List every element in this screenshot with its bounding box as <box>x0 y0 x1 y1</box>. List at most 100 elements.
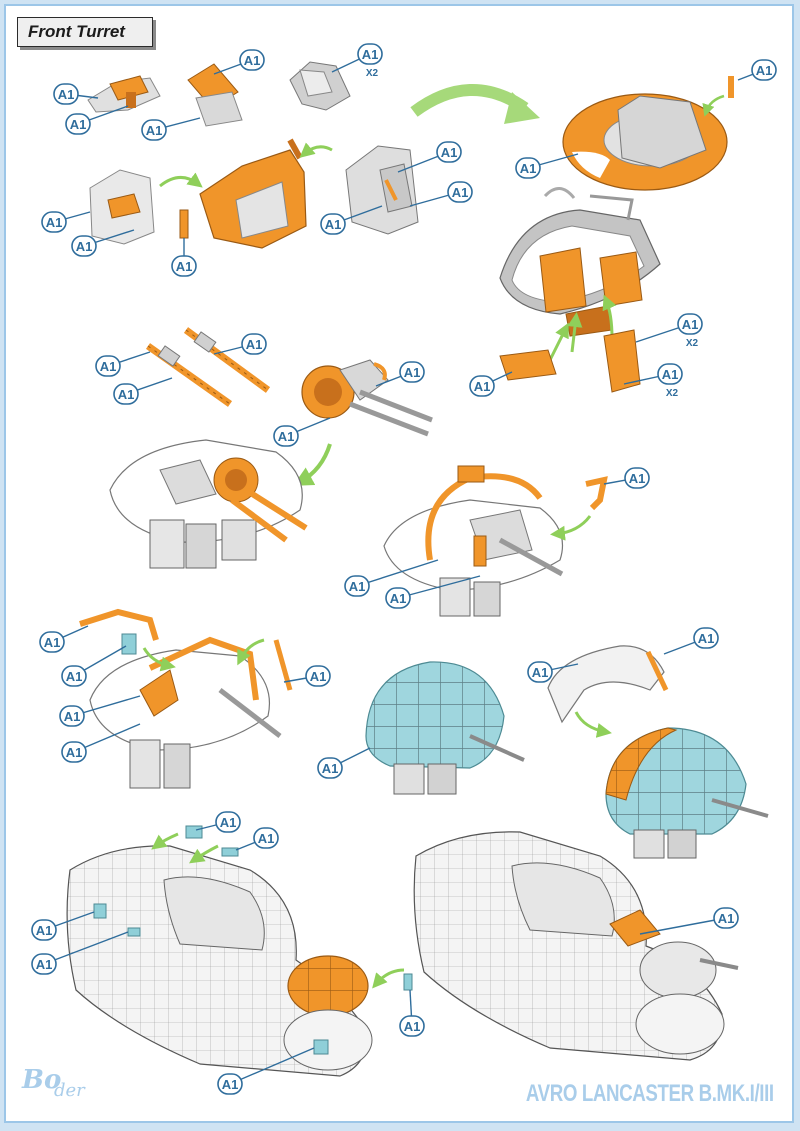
callout-bubble <box>657 363 683 385</box>
part-callout-c15: A1 <box>113 377 173 405</box>
part-callout-c16: A1 <box>213 333 267 355</box>
callout-bubble <box>317 757 343 779</box>
callout-bubble <box>113 383 139 405</box>
callout-bubble <box>693 627 719 649</box>
flow-arrow-head <box>504 92 540 124</box>
callout-bubble <box>239 49 265 71</box>
callout-label: A1 <box>682 317 699 332</box>
part-callout-c23: A1 <box>344 559 439 597</box>
gun-mount-cradle <box>301 359 433 437</box>
part-callout-c13: A1 <box>515 153 579 179</box>
callout-bubble <box>31 919 57 941</box>
callout-label: A1 <box>76 239 93 254</box>
part-bracket-2 <box>187 63 243 127</box>
callout-bubble <box>436 141 462 163</box>
part-callout-c32: A1 <box>527 661 579 683</box>
callout-label: A1 <box>452 185 469 200</box>
part-callout-c04: A1 <box>213 49 265 75</box>
callout-label: A1 <box>118 387 135 402</box>
callout-bubble <box>677 313 703 335</box>
turret-guns-installed <box>109 439 308 569</box>
callout-label: A1 <box>349 579 366 594</box>
callout-label: A1 <box>362 47 379 62</box>
step2-assembly <box>89 138 419 249</box>
callout-label: A1 <box>278 429 295 444</box>
callout-quantity: X2 <box>666 388 679 399</box>
callout-label: A1 <box>532 665 549 680</box>
fuselage-nose-right <box>413 831 739 1061</box>
callout-leader-line <box>43 931 129 965</box>
part-callout-c22: A1 <box>603 467 650 489</box>
part-callout-c27: A1 <box>283 665 331 687</box>
callout-leader-line <box>397 575 481 599</box>
callout-label: A1 <box>258 831 275 846</box>
callout-label: A1 <box>756 63 773 78</box>
part-callout-c19: A1 <box>469 371 513 397</box>
callout-label: A1 <box>146 123 163 138</box>
part-callout-c20: A1 <box>375 361 425 387</box>
part-callout-c39: A1 <box>639 907 739 935</box>
part-callout-c09: A1 <box>320 205 383 235</box>
callout-bubble <box>39 631 65 653</box>
callout-label: A1 <box>70 117 87 132</box>
turret-cap-assembly <box>547 645 769 859</box>
callout-label: A1 <box>441 145 458 160</box>
callout-bubble <box>469 375 495 397</box>
callout-label: A1 <box>325 217 342 232</box>
callout-label: A1 <box>66 745 83 760</box>
callout-label: A1 <box>718 911 735 926</box>
part-callout-c21: A1 <box>273 417 331 447</box>
callout-leader-line <box>639 917 727 935</box>
callout-label: A1 <box>474 379 491 394</box>
callout-bubble <box>273 425 299 447</box>
callout-bubble <box>53 83 79 105</box>
part-callout-c06: A1 <box>41 211 91 233</box>
turret-ring-assembly <box>562 76 734 191</box>
part-small-pin <box>179 209 189 239</box>
gun-barrels <box>145 327 271 407</box>
part-callout-c37: A1 <box>399 989 425 1037</box>
callout-bubble <box>624 467 650 489</box>
part-side-plate <box>345 145 419 235</box>
callout-bubble <box>305 665 331 687</box>
part-seat-frame <box>289 61 351 111</box>
part-callout-c25: A1 <box>39 625 89 653</box>
part-frame-assembled <box>199 138 307 249</box>
callout-label: A1 <box>222 1077 239 1092</box>
callout-bubble <box>751 59 777 81</box>
callout-label: A1 <box>520 161 537 176</box>
callout-label: A1 <box>404 1019 421 1034</box>
callout-bubble <box>217 1073 243 1095</box>
callout-label: A1 <box>100 359 117 374</box>
callout-leader-line <box>229 1047 315 1085</box>
callout-bubble <box>399 361 425 383</box>
callout-bubble <box>241 333 267 355</box>
callout-bubble <box>141 119 167 141</box>
model-name: AVRO LANCASTER B.MK.I/III <box>526 1080 774 1107</box>
callout-bubble <box>320 213 346 235</box>
callout-bubble <box>385 587 411 609</box>
callout-bubble <box>31 953 57 975</box>
part-callout-c07: A1 <box>71 229 135 257</box>
clear-dome-assembly <box>365 661 525 795</box>
callout-bubble <box>215 811 241 833</box>
callout-quantity: X2 <box>366 68 379 79</box>
callout-label: A1 <box>36 957 53 972</box>
callout-quantity: X2 <box>686 338 699 349</box>
part-callout-c36: A1 <box>31 931 129 975</box>
callout-label: A1 <box>46 215 63 230</box>
part-callout-c11: A1 <box>409 181 473 207</box>
svg-text:der: der <box>54 1080 86 1101</box>
part-callout-c38: A1 <box>217 1047 315 1095</box>
callout-bubble <box>357 43 383 65</box>
callout-label: A1 <box>322 761 339 776</box>
callout-label: A1 <box>404 365 421 380</box>
step1-small-parts <box>87 61 351 127</box>
callout-label: A1 <box>36 923 53 938</box>
svg-text:Bo: Bo <box>21 1065 61 1095</box>
callout-label: A1 <box>64 709 81 724</box>
